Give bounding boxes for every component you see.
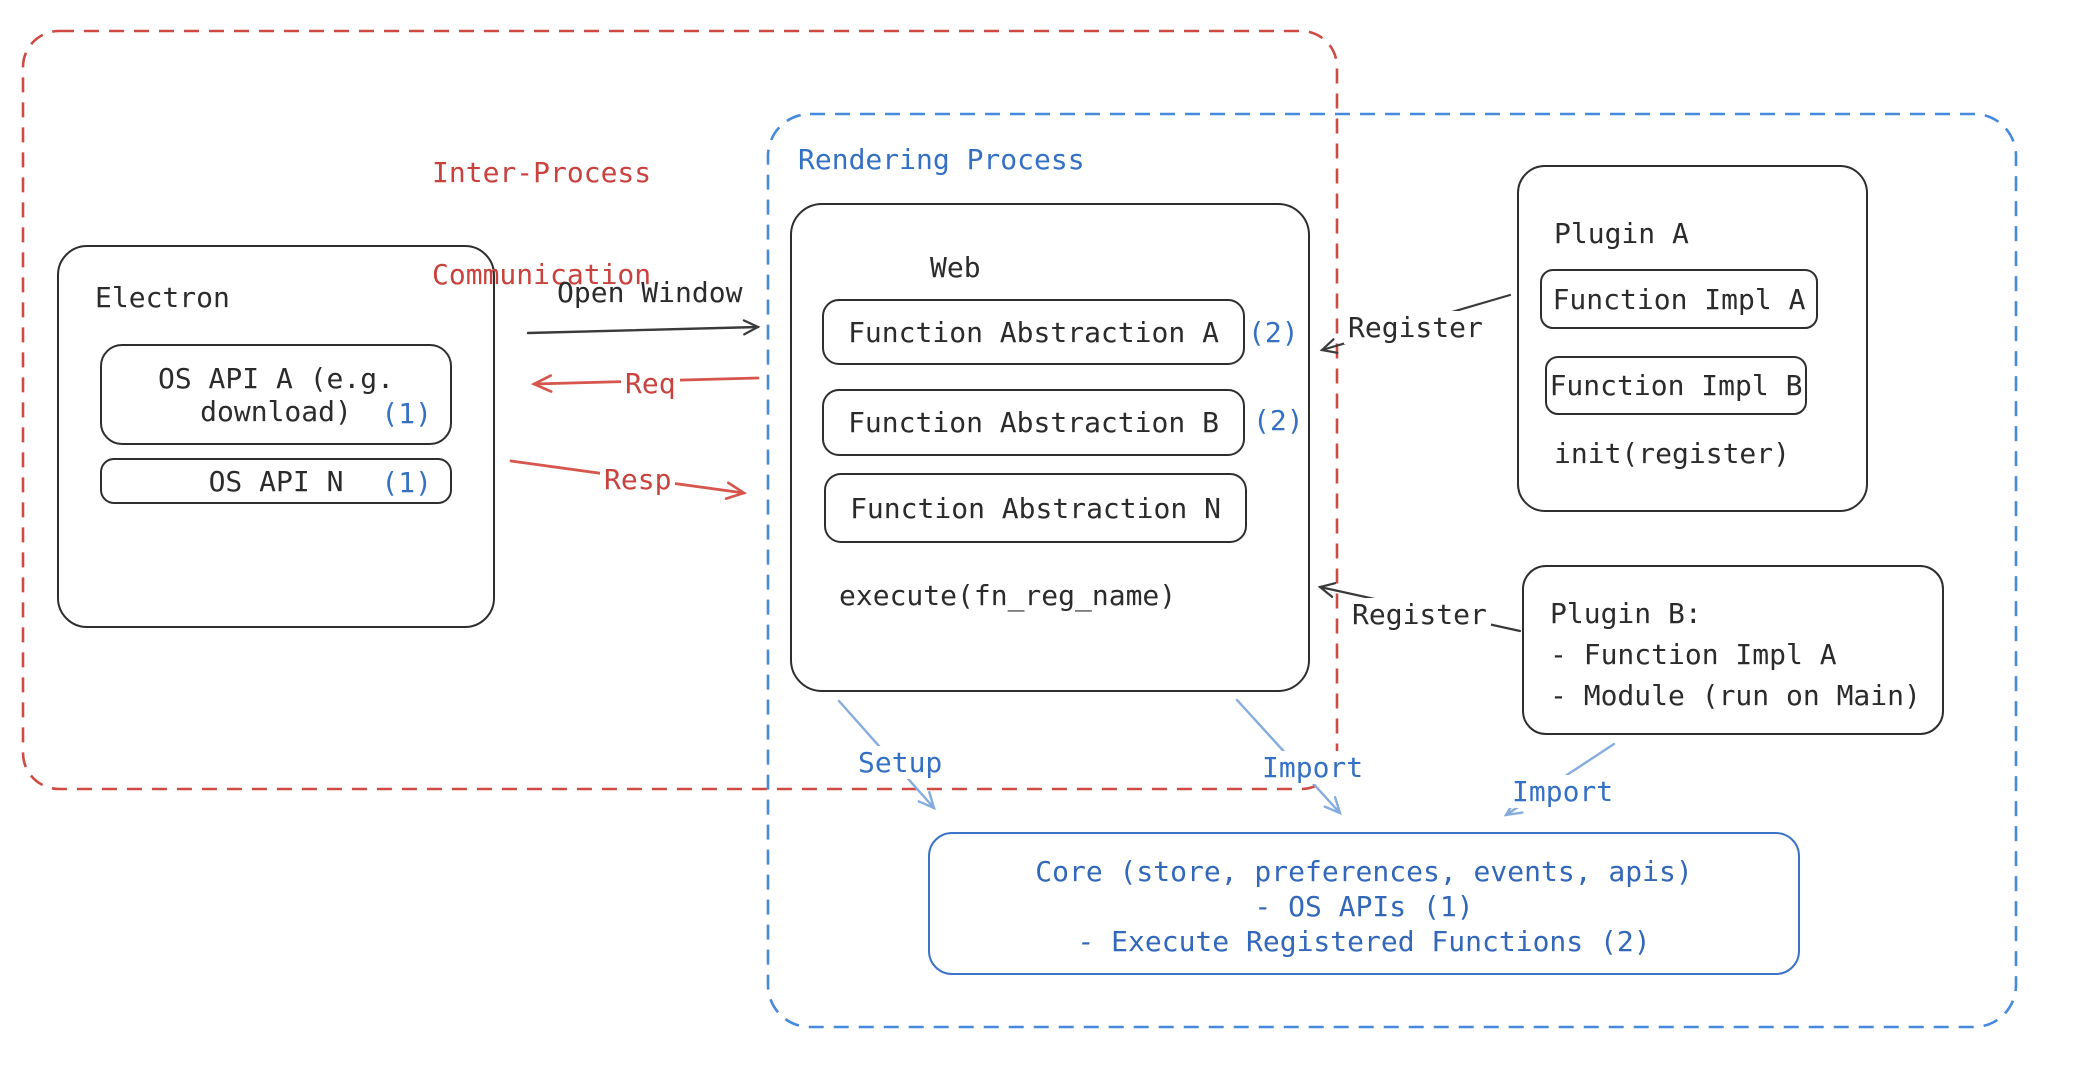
web-title: Web xyxy=(930,251,981,284)
function-abstraction-a-ref: (2) xyxy=(1248,316,1299,349)
import-web-label: Import xyxy=(1258,751,1368,784)
rendering-process-label: Rendering Process xyxy=(798,143,1085,176)
plugin-b-box: Plugin B: - Function Impl A - Module (ru… xyxy=(1522,565,1944,735)
os-api-a-line2: download) xyxy=(200,394,352,428)
os-api-a-ref: (1) xyxy=(381,397,432,430)
open-window-label: Open Window xyxy=(557,276,743,309)
init-register-label: init(register) xyxy=(1554,437,1791,470)
os-api-a-line1: OS API A (e.g. xyxy=(157,361,394,395)
core-line2: - OS APIs (1) xyxy=(1254,890,1474,923)
open-window-arrow xyxy=(526,319,761,336)
function-impl-a-box: Function Impl A xyxy=(1540,269,1818,329)
web-box: Web Function Abstraction A (2) Function … xyxy=(790,203,1310,692)
os-api-a-box: OS API A (e.g. download) (1) xyxy=(100,344,452,445)
os-api-n-box: OS API N (1) xyxy=(100,458,452,504)
function-abstraction-a-label: Function Abstraction A xyxy=(848,315,1219,349)
resp-label: Resp xyxy=(600,463,676,496)
electron-title: Electron xyxy=(95,281,230,314)
function-impl-b-box: Function Impl B xyxy=(1545,356,1807,415)
function-abstraction-b-ref: (2) xyxy=(1253,404,1304,437)
ipc-dashed-box xyxy=(21,29,1339,791)
plugin-b-item1: - Function Impl A xyxy=(1550,638,1837,671)
core-line1: Core (store, preferences, events, apis) xyxy=(1035,855,1693,888)
ipc-label-line2: Communication xyxy=(432,258,652,291)
core-box: Core (store, preferences, events, apis) … xyxy=(928,832,1800,975)
ipc-label-line1: Inter-Process xyxy=(432,156,652,189)
function-impl-b-label: Function Impl B xyxy=(1549,369,1803,402)
req-label: Req xyxy=(621,367,680,400)
setup-label: Setup xyxy=(854,746,947,779)
register-a-label: Register xyxy=(1344,311,1487,344)
plugin-a-box: Plugin A Function Impl A Function Impl B… xyxy=(1517,165,1868,512)
register-b-label: Register xyxy=(1348,598,1491,631)
function-abstraction-b-label: Function Abstraction B xyxy=(848,406,1219,439)
core-line3: - Execute Registered Functions (2) xyxy=(1077,925,1651,958)
function-abstraction-a-box: Function Abstraction A xyxy=(822,299,1245,365)
function-abstraction-b-box: Function Abstraction B xyxy=(822,389,1245,456)
function-abstraction-n-label: Function Abstraction N xyxy=(850,491,1221,525)
execute-label: execute(fn_reg_name) xyxy=(839,579,1177,612)
electron-box: Electron OS API A (e.g. download) (1) OS… xyxy=(57,245,495,628)
plugin-a-title: Plugin A xyxy=(1554,217,1689,250)
function-abstraction-n-box: Function Abstraction N xyxy=(824,473,1247,543)
rendering-dashed-box xyxy=(766,112,2018,1029)
os-api-n-ref: (1) xyxy=(381,466,432,499)
plugin-b-item2: - Module (run on Main) xyxy=(1550,679,1921,712)
plugin-b-title: Plugin B: xyxy=(1550,597,1702,630)
function-impl-a-label: Function Impl A xyxy=(1552,282,1806,316)
ipc-label: Inter-Process Communication xyxy=(432,88,651,360)
os-api-n-label: OS API N xyxy=(208,464,344,498)
import-pluginb-label: Import xyxy=(1508,775,1618,808)
